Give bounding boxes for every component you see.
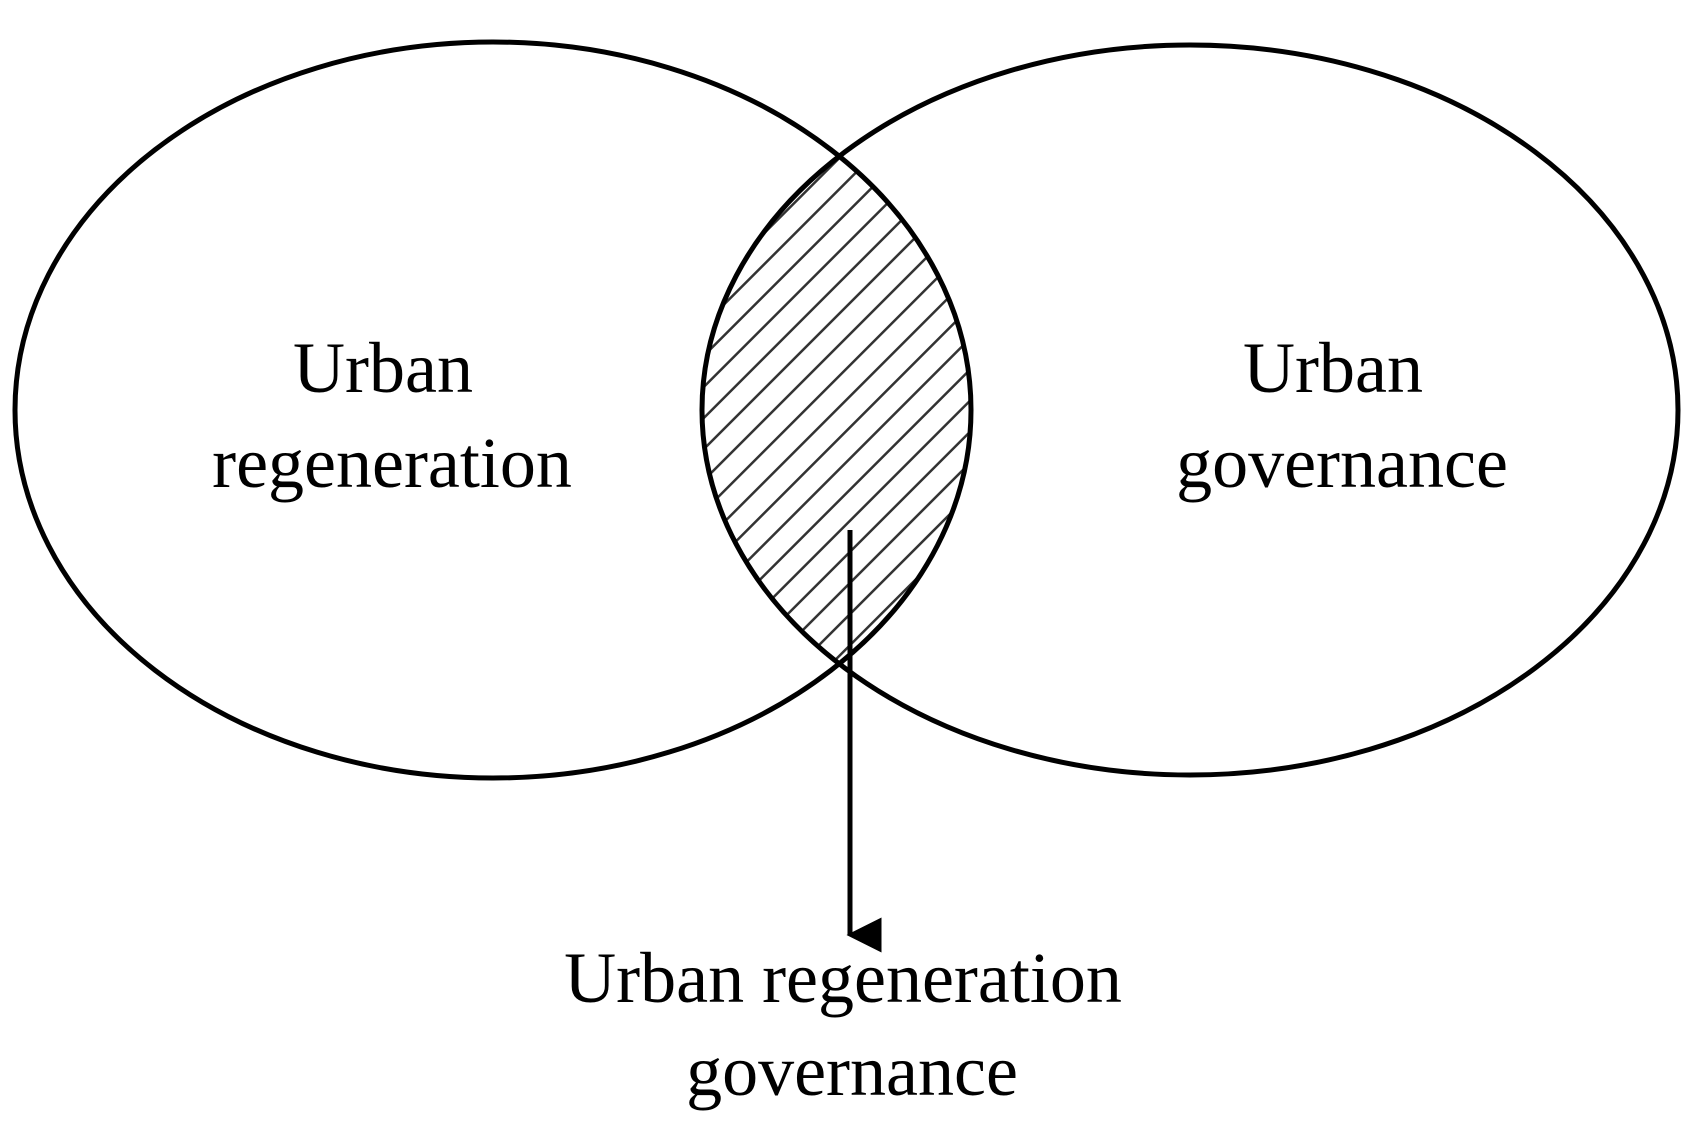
right-set-label: Urban governance — [1176, 328, 1508, 503]
right-set-label-line-1: Urban — [1243, 328, 1423, 408]
intersection-label: Urban regeneration governance — [564, 938, 1140, 1111]
intersection-label-line-1: Urban regeneration — [564, 938, 1122, 1018]
left-set-label-line-1: Urban — [293, 328, 473, 408]
left-set-label-line-2: regeneration — [212, 423, 572, 503]
right-set-label-line-2: governance — [1176, 423, 1508, 503]
intersection-label-line-2: governance — [686, 1031, 1018, 1111]
right-set-ellipse — [699, 42, 1681, 778]
left-set-label: Urban regeneration — [212, 328, 572, 503]
left-set-ellipse — [12, 39, 974, 781]
